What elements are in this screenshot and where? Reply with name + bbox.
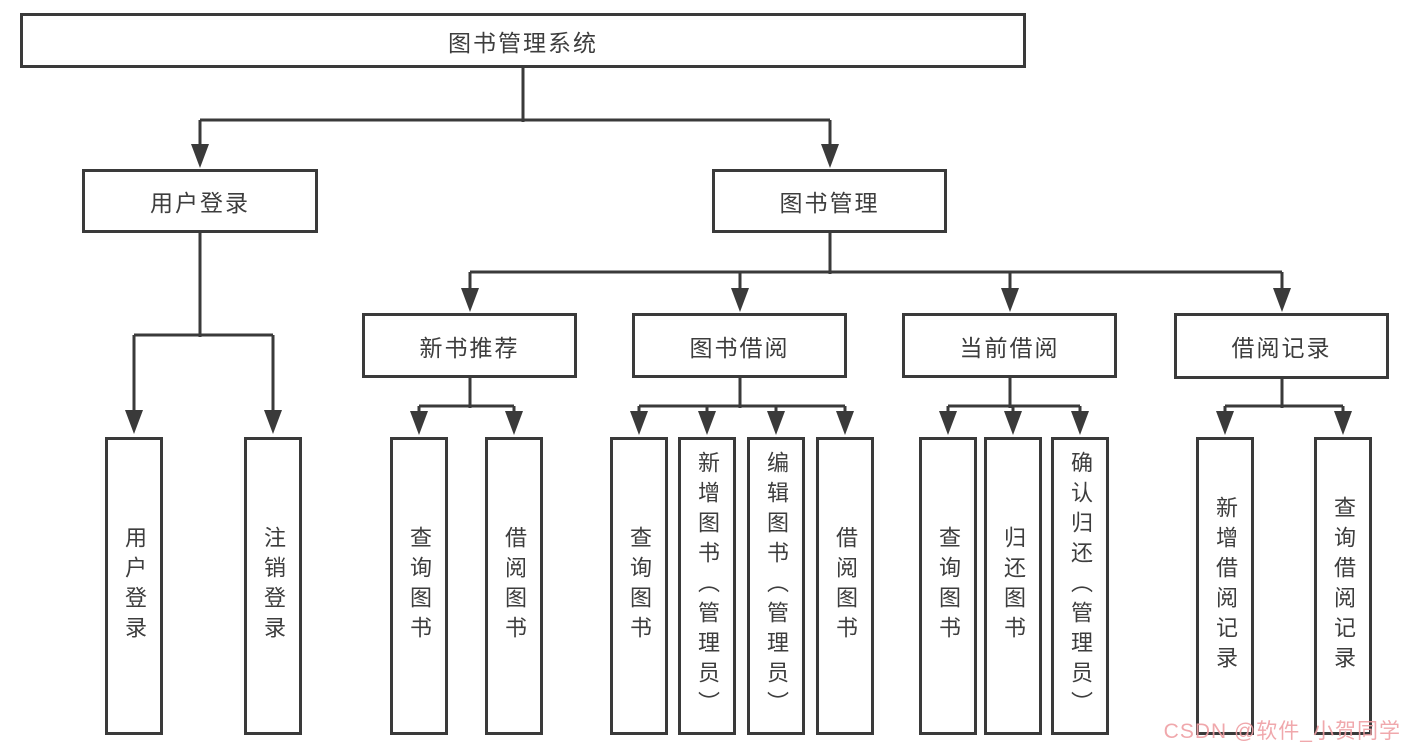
node-label: 用户登录: [150, 190, 250, 216]
leaf-logout: 注销登录: [244, 437, 302, 735]
node-label: 当前借阅: [959, 334, 1060, 361]
leaf-borrow-books: 借阅图书: [816, 437, 874, 735]
arrowhead-icon: [1001, 288, 1019, 312]
node-label: 查询借阅记录: [1331, 496, 1356, 676]
arrowhead-icon: [630, 411, 648, 435]
node-label: 图书管理系统: [448, 29, 598, 56]
leaf-confirm-return-admin: 确认归还（管理员）: [1051, 437, 1109, 735]
csdn-watermark: CSDN @软件_小贺同学: [1163, 720, 1401, 743]
node-label: 借阅记录: [1231, 335, 1332, 361]
node-label: 图书管理: [779, 190, 880, 216]
node-book-borrow: 图书借阅: [632, 313, 847, 378]
arrowheads: [125, 144, 1352, 435]
arrowhead-icon: [410, 411, 428, 435]
leaf-return-book: 归还图书: [984, 437, 1042, 735]
arrowhead-icon: [731, 288, 749, 312]
leaf-query-borrow-record: 查询借阅记录: [1314, 437, 1372, 735]
arrowhead-icon: [1273, 288, 1291, 312]
node-book-management: 图书管理: [712, 169, 947, 233]
node-new-book-recommend: 新书推荐: [362, 313, 577, 378]
arrowhead-icon: [836, 411, 854, 435]
node-label: 新书推荐: [419, 334, 520, 361]
node-label: 查询图书: [407, 526, 432, 646]
leaf-user-login: 用户登录: [105, 437, 163, 735]
node-user-login: 用户登录: [82, 169, 318, 233]
arrowhead-icon: [939, 411, 957, 435]
arrowhead-icon: [191, 144, 209, 168]
arrowhead-icon: [698, 411, 716, 435]
node-label: 新增借阅记录: [1213, 496, 1238, 676]
node-borrow-records: 借阅记录: [1174, 313, 1389, 379]
leaf-add-book-admin: 新增图书（管理员）: [678, 437, 736, 735]
leaf-borrow-books-recommend: 借阅图书: [485, 437, 543, 735]
arrowhead-icon: [821, 144, 839, 168]
node-label: 确认归还（管理员）: [1068, 451, 1093, 721]
node-label: 注销登录: [261, 526, 286, 646]
leaf-query-books-recommend: 查询图书: [390, 437, 448, 735]
leaf-edit-book-admin: 编辑图书（管理员）: [747, 437, 805, 735]
node-library-management-system: 图书管理系统: [20, 13, 1026, 68]
node-label: 编辑图书（管理员）: [764, 451, 789, 721]
arrowhead-icon: [1216, 411, 1234, 435]
arrowhead-icon: [264, 410, 282, 434]
node-label: 归还图书: [1001, 526, 1026, 646]
node-label: 图书借阅: [689, 334, 790, 361]
node-label: 查询图书: [627, 526, 652, 646]
leaf-add-borrow-record: 新增借阅记录: [1196, 437, 1254, 735]
arrowhead-icon: [461, 288, 479, 312]
leaf-query-books-current: 查询图书: [919, 437, 977, 735]
node-label: 借阅图书: [833, 526, 858, 646]
arrowhead-icon: [505, 411, 523, 435]
arrowhead-icon: [1071, 411, 1089, 435]
leaf-query-books-borrow: 查询图书: [610, 437, 668, 735]
arrowhead-icon: [1004, 411, 1022, 435]
arrowhead-icon: [1334, 411, 1352, 435]
node-label: 借阅图书: [502, 526, 527, 646]
node-label: 新增图书（管理员）: [695, 451, 720, 721]
arrowhead-icon: [125, 410, 143, 434]
node-current-borrow: 当前借阅: [902, 313, 1117, 378]
arrowhead-icon: [767, 411, 785, 435]
connector-lines: [132, 68, 1345, 415]
node-label: 查询图书: [936, 526, 961, 646]
node-label: 用户登录: [122, 526, 147, 646]
